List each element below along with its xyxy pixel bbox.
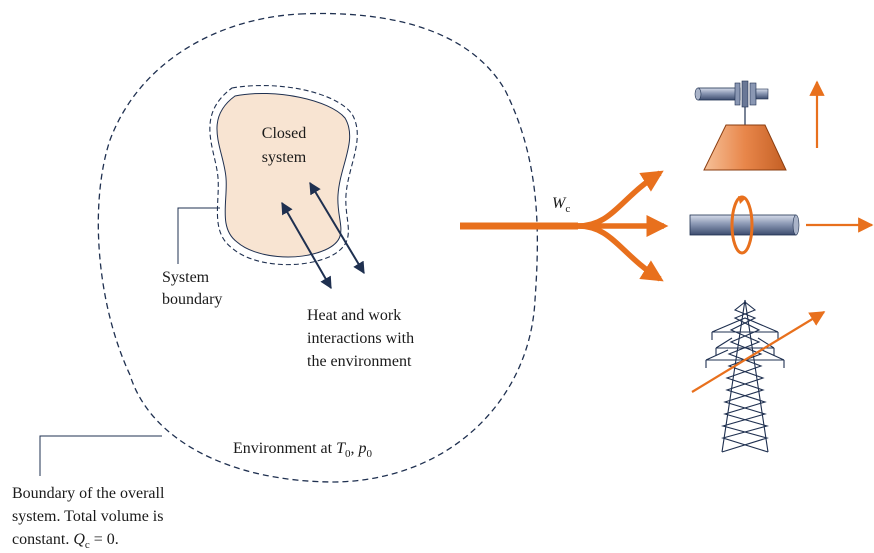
environment-p-subscript: 0	[367, 448, 373, 460]
work-label: Wc	[552, 195, 570, 215]
environment-label: Environment at T0, p0	[233, 440, 373, 460]
rotating-shaft-icon	[689, 195, 874, 255]
interaction-label-line3: the environment	[307, 353, 412, 370]
environment-t-symbol: T	[336, 440, 346, 457]
work-symbol: W	[552, 195, 567, 212]
closed-system-label-line2: system	[262, 149, 307, 166]
system-boundary-leader	[177, 207, 220, 264]
overall-boundary-line3-suffix: = 0.	[90, 531, 119, 548]
closed-system-region	[216, 93, 351, 258]
environment-t-subscript: 0	[345, 448, 351, 460]
work-arrow	[460, 170, 669, 282]
overall-boundary-q-symbol: Q	[73, 531, 85, 548]
overall-boundary-line3-prefix: constant.	[12, 531, 73, 548]
work-subscript: c	[565, 203, 570, 215]
environment-separator: ,	[351, 440, 359, 457]
interaction-label-line2: interactions with	[307, 330, 414, 347]
system-boundary-label-line2: boundary	[162, 291, 222, 308]
interaction-arrow-2	[309, 181, 365, 275]
power-tower-icon	[691, 299, 826, 453]
closed-system-label-line1: Closed	[262, 125, 306, 142]
system-boundary-label-line1: System	[162, 269, 210, 286]
overall-boundary-label-line2: system. Total volume is	[12, 508, 163, 525]
interaction-label-line1: Heat and work	[307, 307, 401, 324]
overall-boundary-leader	[39, 435, 162, 476]
overall-system-boundary	[97, 12, 539, 483]
overall-boundary-label-line3: constant. Qc = 0.	[12, 531, 119, 551]
environment-p-symbol: p	[358, 440, 367, 457]
overall-boundary-q-subscript: c	[85, 539, 90, 551]
environment-prefix: Environment at	[233, 440, 336, 457]
weight-lift-icon	[694, 80, 825, 171]
overall-boundary-label-line1: Boundary of the overall	[12, 485, 165, 502]
